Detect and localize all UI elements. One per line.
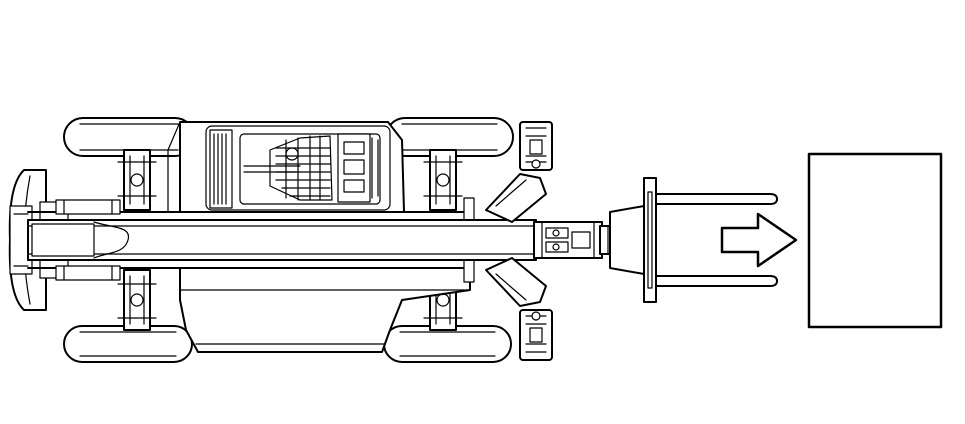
fork-carriage <box>599 177 657 303</box>
motion-arrow-icon <box>720 212 798 268</box>
radiator-grille <box>243 135 333 201</box>
forks <box>655 193 778 287</box>
front-axle <box>117 149 157 331</box>
cab-controls <box>337 133 379 203</box>
wheel-front-right <box>63 325 193 363</box>
stabilizer-right <box>485 257 553 361</box>
stabilizer-left <box>485 121 553 223</box>
wheel-rear-right <box>383 325 512 363</box>
load-box <box>807 152 943 329</box>
telescopic-boom <box>27 219 603 261</box>
frame-rails <box>27 197 475 283</box>
